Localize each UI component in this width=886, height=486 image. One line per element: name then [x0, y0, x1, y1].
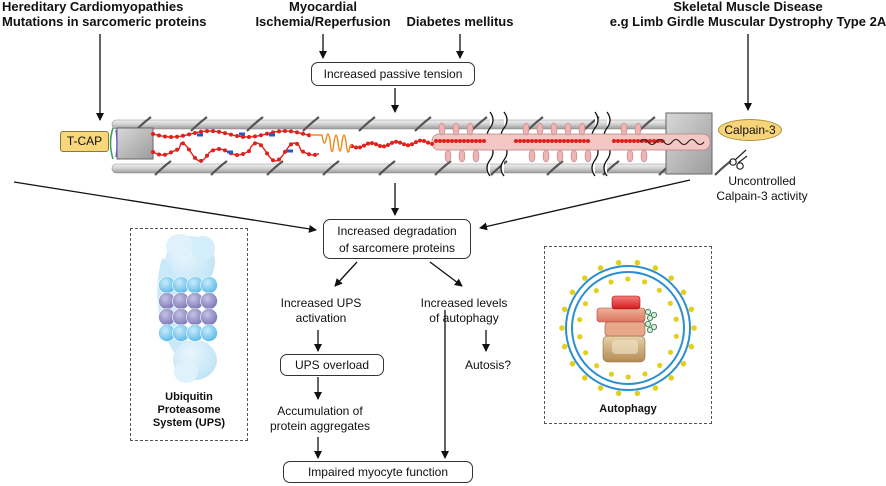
autosis-label: Autosis?: [464, 358, 512, 372]
autophagy-levels-label: Increased levels of autophagy: [420, 296, 508, 325]
scissors-icon: [729, 149, 748, 170]
skeletal-label: Skeletal Muscle Disease e.g Limb Girdle …: [609, 0, 886, 29]
passive-tension-box: Increased passive tension: [311, 62, 475, 86]
autophagy-panel: [544, 246, 712, 424]
thin-filament-bottom: [111, 163, 713, 174]
tcap-badge: T-CAP: [60, 131, 109, 152]
accumulation-label: Accumulation of protein aggregates: [269, 404, 371, 433]
proteasome-illustration: [157, 234, 218, 383]
calpain-activity-label: Uncontrolled Calpain-3 activity: [716, 174, 808, 203]
z-disc-left: [116, 127, 154, 160]
degradation-box: Increased degradation of sarcomere prote…: [323, 219, 471, 259]
autophagosome-illustration: [559, 259, 697, 397]
impaired-function-box: Impaired myocyte function: [283, 461, 473, 483]
autophagy-panel-label: Autophagy: [599, 403, 657, 415]
arrow-degradation-to-ups: [334, 261, 358, 287]
hereditary-label: Hereditary Cardiomyopathies Mutations in…: [2, 0, 207, 29]
ups-panel: [130, 228, 248, 441]
arrows: [13, 34, 752, 459]
sarcomere-schematic: [109, 111, 748, 177]
arrow-calpain-to-degradation: [479, 179, 691, 231]
pevk-segment: [310, 133, 352, 153]
diabetes-label: Diabetes mellitus: [406, 14, 514, 29]
calpain-badge: Calpain-3: [718, 119, 782, 141]
ups-overload-box: UPS overload: [280, 354, 384, 376]
ups-activation-label: Increased UPS activation: [280, 296, 362, 325]
ischemia-label: Myocardial Ischemia/Reperfusion: [255, 0, 391, 29]
ups-panel-label: Ubiquitin Proteasome System (UPS): [152, 391, 226, 429]
arrow-degradation-to-autophagy: [429, 261, 463, 287]
arrow-left-to-degradation: [13, 181, 317, 233]
